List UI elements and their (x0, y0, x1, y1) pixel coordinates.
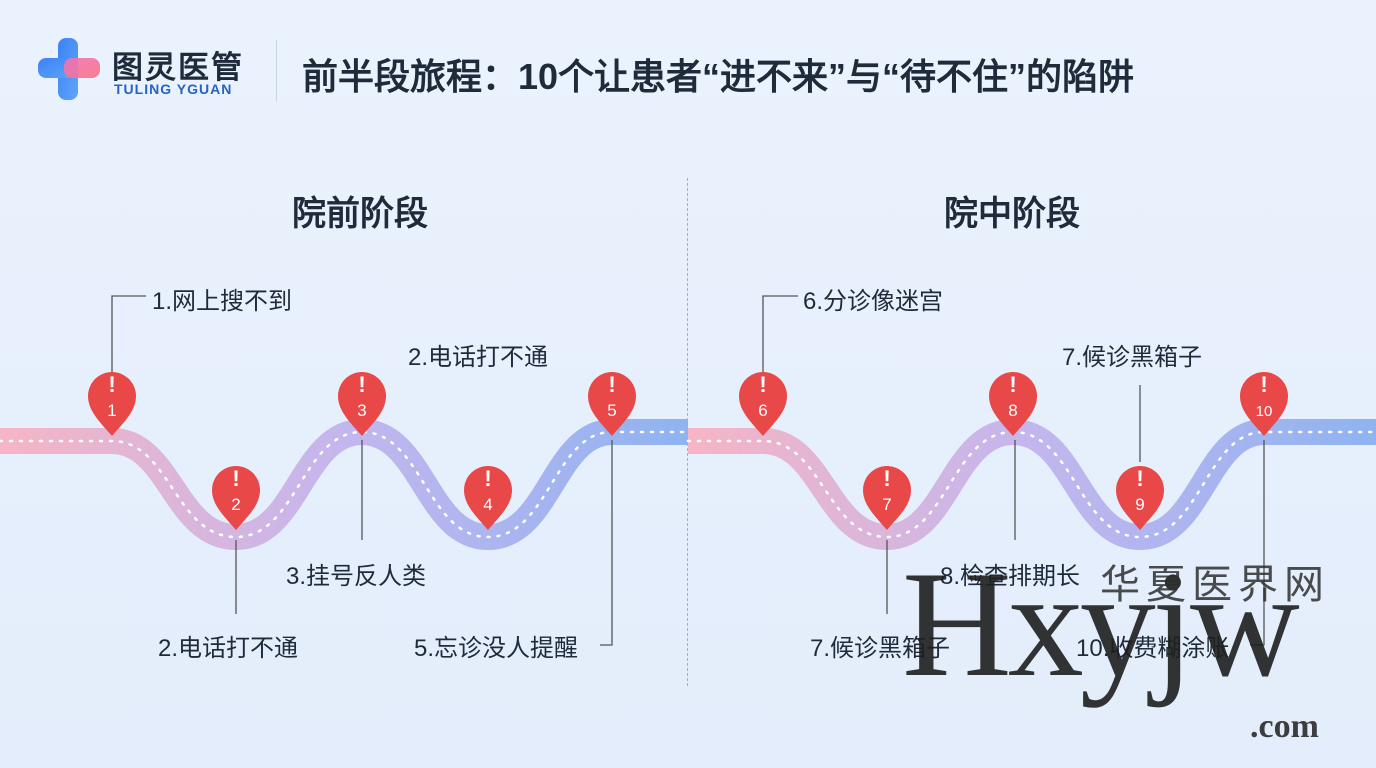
connector-1 (111, 295, 146, 372)
section-title-in-hospital: 院中阶段 (944, 195, 1080, 233)
svg-text:4: 4 (483, 495, 492, 514)
logo-text-en: TULING YGUAN (114, 81, 233, 97)
svg-text:!: ! (232, 466, 239, 491)
watermark-main: Hxyjw (902, 540, 1300, 708)
svg-text:3: 3 (357, 401, 366, 420)
pin-6-icon: ! 6 (739, 372, 787, 436)
label-6: 6.分诊像迷宫 (803, 288, 944, 315)
label-2-bottom: 2.电话打不通 (158, 635, 299, 662)
pin-10-icon: ! 10 (1240, 372, 1288, 436)
watermark-suffix: .com (1250, 708, 1319, 745)
pin-8-icon: ! 8 (989, 372, 1037, 436)
svg-text:1: 1 (107, 401, 116, 420)
pin-9-icon: ! 9 (1116, 466, 1164, 530)
connector-10 (1250, 440, 1265, 646)
header: 图灵医管 TULING YGUAN 前半段旅程：10个让患者“进不来”与“待不住… (0, 0, 1376, 140)
logo-text-cn: 图灵医管 (112, 50, 244, 85)
label-1: 1.网上搜不到 (152, 288, 293, 315)
svg-text:!: ! (1009, 372, 1016, 397)
svg-text:!: ! (108, 372, 115, 397)
svg-text:10: 10 (1256, 403, 1273, 420)
pin-3-icon: ! 3 (338, 372, 386, 436)
road-pre-hospital-center-line (0, 430, 690, 539)
svg-text:!: ! (759, 372, 766, 397)
pin-4-icon: ! 4 (464, 466, 512, 530)
svg-text:!: ! (1260, 372, 1267, 397)
svg-text:6: 6 (758, 401, 767, 420)
svg-text:2: 2 (231, 495, 240, 514)
connector-5 (600, 440, 613, 646)
svg-text:5: 5 (607, 401, 616, 420)
road-pre-hospital (0, 418, 688, 551)
svg-text:9: 9 (1135, 495, 1144, 514)
section-title-pre-hospital: 院前阶段 (292, 195, 428, 233)
logo-icon (38, 38, 100, 100)
page-title: 前半段旅程：10个让患者“进不来”与“待不住”的陷阱 (302, 56, 1135, 97)
label-5: 5.忘诊没人提醒 (414, 635, 579, 662)
road-in-hospital (688, 418, 1376, 551)
label-7-top: 7.候诊黑箱子 (1062, 344, 1203, 371)
svg-text:!: ! (484, 466, 491, 491)
svg-text:7: 7 (882, 495, 891, 514)
pin-5-icon: ! 5 (588, 372, 636, 436)
label-2-top: 2.电话打不通 (408, 344, 549, 371)
svg-text:!: ! (608, 372, 615, 397)
pin-7-icon: ! 7 (863, 466, 911, 530)
connector-6 (762, 295, 798, 372)
svg-text:8: 8 (1008, 401, 1017, 420)
header-divider (276, 40, 277, 102)
svg-text:!: ! (883, 466, 890, 491)
pin-2-icon: ! 2 (212, 466, 260, 530)
label-8: 8.检查排期长 (940, 563, 1081, 590)
watermark-cn: 华夏医界网 (1100, 562, 1330, 607)
label-3: 3.挂号反人类 (286, 563, 427, 590)
pin-1-icon: ! 1 (88, 372, 136, 436)
svg-text:!: ! (1136, 466, 1143, 491)
label-7-bottom: 7.候诊黑箱子 (810, 635, 951, 662)
label-10: 10.收费糊涂账 (1076, 635, 1230, 662)
svg-text:!: ! (358, 372, 365, 397)
